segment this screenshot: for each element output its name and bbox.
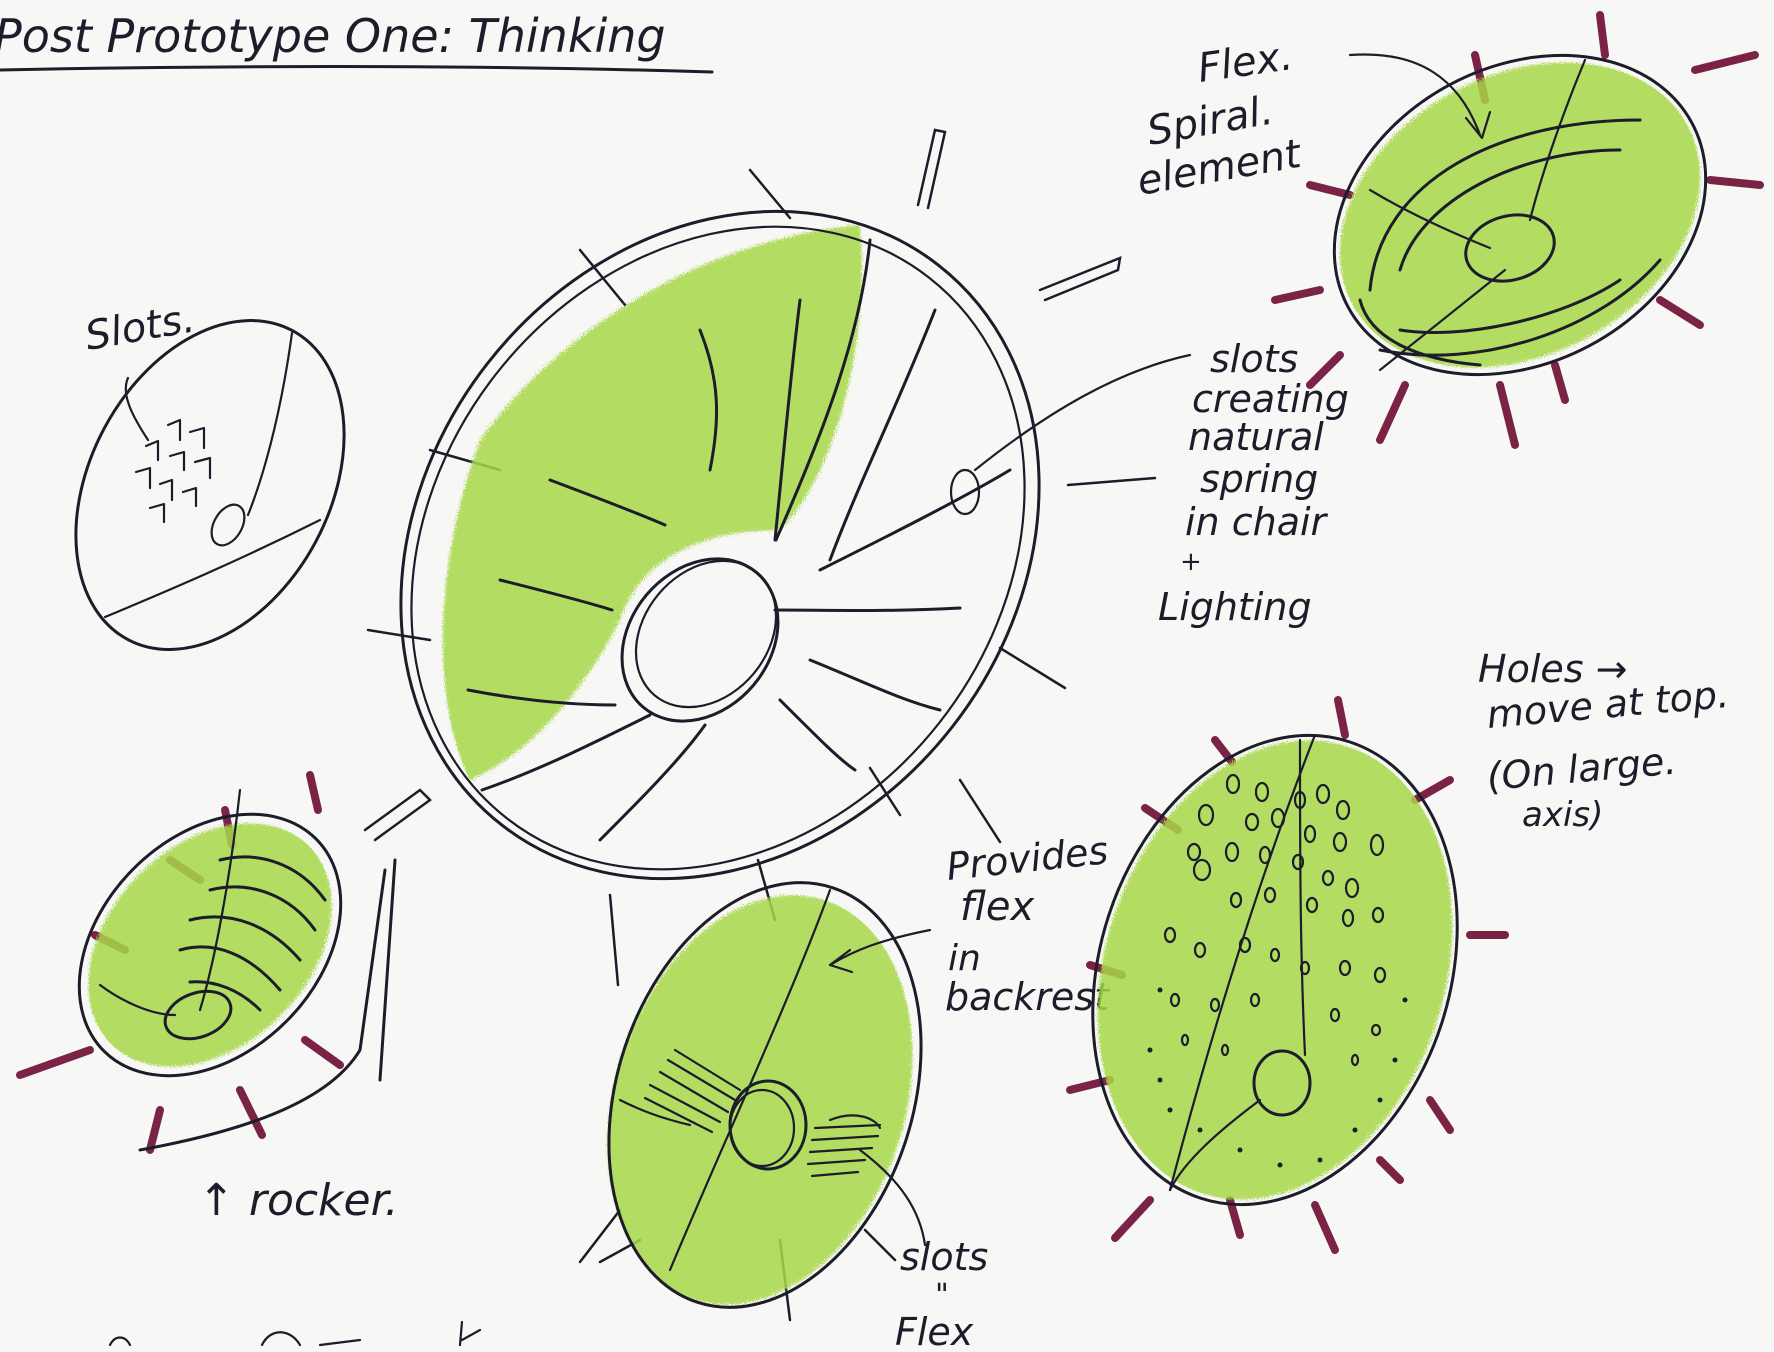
title-underline	[0, 67, 712, 73]
page-title: Post Prototype One: Thinking	[0, 9, 666, 63]
main-note-line-1: slots	[1210, 337, 1298, 381]
rocker-label: ↑ rocker.	[198, 1175, 399, 1226]
backrest-note-line-4: backrest	[945, 975, 1111, 1019]
holes-note-line-3: (On large.	[1485, 739, 1678, 799]
slots-pointer-arrow	[126, 378, 148, 440]
backrest-slots-line-1: slots	[900, 1235, 988, 1279]
backrest-slots-line-3: Flex	[895, 1310, 974, 1352]
page-title-group: Post Prototype One: Thinking	[0, 9, 712, 72]
cut-off-scribble	[110, 1338, 130, 1346]
slot-marks	[136, 420, 210, 522]
backrest-note-line-1: Provides	[944, 828, 1110, 889]
spiral-note-line-1: Flex.	[1195, 33, 1296, 92]
holes-note: Holes → move at top. (On large. axis)	[1478, 647, 1731, 835]
backrest-note-line-2: flex	[960, 884, 1034, 930]
slots-label: Slots.	[82, 295, 199, 359]
main-note-line-3: natural	[1188, 415, 1324, 459]
slots-divider	[248, 333, 292, 515]
main-note-line-6: +	[1180, 547, 1202, 577]
sketch-holes: Holes → move at top. (On large. axis)	[1034, 647, 1730, 1252]
backrest-note-line-3: in	[948, 938, 981, 979]
rocker-green-shading	[40, 775, 379, 1114]
slots-hole	[205, 499, 251, 551]
holes-note-line-4: axis)	[1522, 795, 1603, 835]
main-note-pointer	[975, 355, 1190, 470]
main-ring-detail	[951, 470, 979, 514]
slots-outline	[22, 274, 398, 696]
main-note-line-4: spring	[1200, 457, 1318, 501]
main-note-line-7: Lighting	[1158, 585, 1312, 629]
spiral-note: Flex. Spiral. element	[1134, 33, 1306, 205]
sketch-backrest: Provides flex in backrest slots " Flex	[557, 828, 1111, 1352]
main-note: slots creating natural spring in chair +…	[1158, 337, 1349, 629]
backrest-slots-line-2: "	[935, 1278, 949, 1313]
holes-green-shading	[1041, 694, 1510, 1246]
sketch-slots: Slots.	[22, 274, 398, 696]
backrest-slots-note: slots " Flex	[895, 1235, 988, 1352]
main-note-line-5: in chair	[1185, 500, 1329, 544]
sketch-rocker: ↑ rocker.	[20, 763, 399, 1226]
backrest-note: Provides flex in backrest	[944, 828, 1111, 1019]
